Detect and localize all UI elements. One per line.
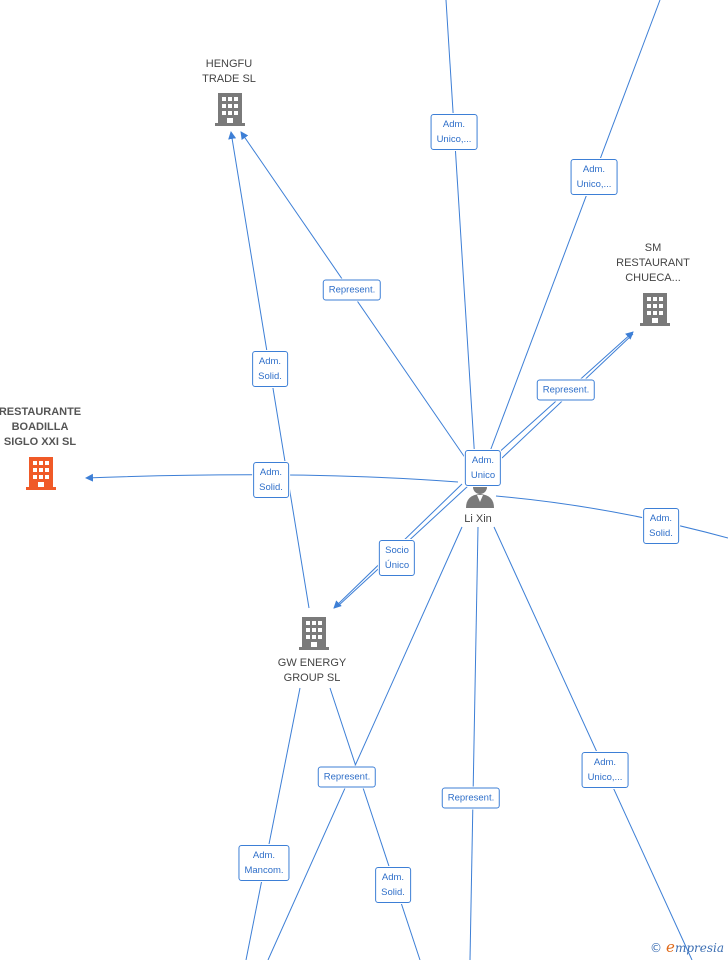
edge-label-adm-mancom[interactable]: Adm. Mancom. bbox=[238, 845, 290, 881]
edge-lixin-to-bottom-right bbox=[493, 526, 693, 960]
edge-label-adm-solid-hengfu[interactable]: Adm. Solid. bbox=[252, 351, 288, 387]
edge-lixin-to-bottom-center bbox=[469, 526, 479, 960]
edge-label-adm-unico-bottom[interactable]: Adm. Unico,... bbox=[581, 752, 629, 788]
empresia-watermark: ©empresia bbox=[650, 938, 724, 956]
sm-restaurant-building-icon[interactable] bbox=[640, 293, 670, 326]
restaurante-boadilla-label[interactable]: RESTAURANTE BOADILLA SIGLO XXI SL bbox=[0, 406, 82, 448]
gw-energy-building-icon[interactable] bbox=[299, 617, 329, 650]
sm-restaurant-label[interactable]: SM RESTAURANT CHUECA... bbox=[616, 242, 690, 284]
restaurante-boadilla-building-icon[interactable] bbox=[26, 457, 56, 490]
edge-label-adm-solid-bottom[interactable]: Adm. Solid. bbox=[375, 867, 411, 903]
edge-lixin-to-right bbox=[495, 495, 728, 539]
edge-label-adm-solid-boadilla[interactable]: Adm. Solid. bbox=[253, 462, 289, 498]
edge-label-represent-sm[interactable]: Represent. bbox=[536, 379, 596, 401]
edge-label-adm-unico-top2[interactable]: Adm. Unico,... bbox=[570, 159, 618, 195]
edge-label-represent-bottom1[interactable]: Represent. bbox=[317, 766, 377, 788]
gw-energy-label[interactable]: GW ENERGY GROUP SL bbox=[277, 657, 347, 684]
copyright-symbol: © bbox=[650, 941, 663, 955]
edge-label-socio-unico[interactable]: Socio Único bbox=[378, 540, 416, 576]
edge-label-adm-unico-lixin[interactable]: Adm. Unico bbox=[464, 450, 502, 486]
edge-label-adm-unico-top1[interactable]: Adm. Unico,... bbox=[430, 114, 478, 150]
li-xin-label[interactable]: Li Xin bbox=[464, 513, 492, 525]
edge-label-represent-hengfu[interactable]: Represent. bbox=[322, 279, 382, 301]
brand-initial: e bbox=[666, 938, 675, 956]
hengfu-label[interactable]: HENGFU TRADE SL bbox=[202, 58, 256, 85]
edge-gw-to-bottom-left bbox=[245, 687, 301, 960]
brand-name: mpresia bbox=[674, 941, 724, 955]
edge-label-represent-bottom2[interactable]: Represent. bbox=[441, 787, 501, 809]
edge-top-left-to-lixin bbox=[445, 0, 476, 463]
hengfu-building-icon[interactable] bbox=[215, 93, 245, 126]
edge-gw-to-bottom-right bbox=[329, 687, 421, 960]
edge-top-right-to-lixin bbox=[485, 0, 661, 463]
edge-label-adm-solid-right[interactable]: Adm. Solid. bbox=[643, 508, 679, 544]
edge-lixin-to-bottom-left bbox=[267, 526, 463, 960]
